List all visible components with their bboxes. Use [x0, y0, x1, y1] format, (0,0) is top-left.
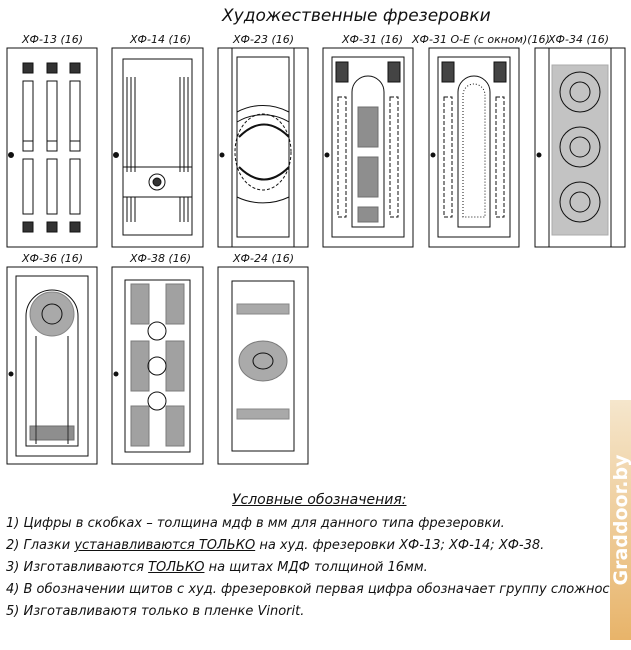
door-label: ХФ-31 О-Е (с окном)(16) — [412, 33, 550, 46]
door-label: ХФ-13 (16) — [22, 33, 84, 46]
legend-text: 3) Изготавливаются — [6, 560, 149, 575]
door-xf14 — [111, 47, 204, 249]
legend-item-2: 2) Глазки устанавливаются ТОЛЬКО на худ.… — [6, 535, 617, 557]
legend-item-5: 5) Изготавливаютя только в пленке Vinori… — [6, 604, 305, 619]
legend-text: 2) Глазки — [6, 538, 75, 553]
door-xf38 — [111, 266, 204, 466]
door-label: ХФ-24 (16) — [233, 252, 295, 265]
legend-text-underlined: устанавливаются ТОЛЬКО — [74, 538, 256, 553]
door-label: ХФ-34 (16) — [548, 33, 610, 46]
door-label: ХФ-38 (16) — [130, 252, 192, 265]
door-label: ХФ-14 (16) — [130, 33, 192, 46]
door-label: ХФ-36 (16) — [22, 252, 84, 265]
legend-item-3: 3) Изготавливаются ТОЛЬКО на щитах МДФ т… — [6, 557, 617, 579]
watermark: Graddoor.by — [610, 400, 631, 640]
door-xf34 — [534, 47, 626, 249]
door-xf13 — [6, 47, 98, 249]
door-xf23 — [217, 47, 309, 249]
door-xf36 — [6, 266, 98, 466]
page-title: Художественные фрезеровки — [222, 6, 491, 26]
watermark-text: Graddoor.by — [609, 454, 631, 586]
door-xf31-oe — [428, 47, 520, 249]
door-xf31 — [322, 47, 414, 249]
door-label: ХФ-31 (16) — [342, 33, 404, 46]
door-xf24 — [217, 266, 309, 466]
legend-title: Условные обозначения: — [232, 492, 407, 508]
legend: 1) Цифры в скобках – толщина мдф в мм дл… — [6, 493, 617, 623]
door-label: ХФ-23 (16) — [233, 33, 295, 46]
legend-item-1: 1) Цифры в скобках – толщина мдф в мм дл… — [6, 516, 505, 531]
legend-item-4: 4) В обозначении щитов с худ. фрезеровко… — [6, 582, 618, 597]
legend-text: на худ. фрезеровки ХФ-13; ХФ-14; ХФ-38. — [255, 538, 545, 553]
legend-text: на щитах МДФ толщиной 16мм. — [204, 560, 428, 575]
legend-text-underlined: ТОЛЬКО — [148, 560, 205, 575]
